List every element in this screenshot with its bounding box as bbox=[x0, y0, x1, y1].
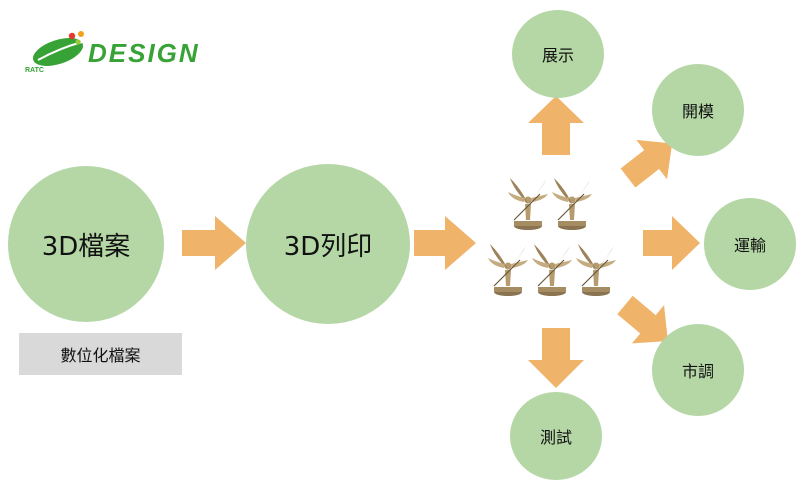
arrow-to-test bbox=[528, 328, 584, 388]
node-transport-label: 運輸 bbox=[733, 236, 766, 255]
arrow-to-transport bbox=[643, 216, 700, 270]
winged-warrior-figurine-icon bbox=[531, 243, 573, 297]
winged-warrior-figurine-icon bbox=[507, 177, 549, 231]
node-test-label: 測試 bbox=[539, 428, 572, 447]
arrow-to-market bbox=[617, 295, 668, 344]
node-transport: 運輸 bbox=[704, 198, 796, 290]
node-mold-label: 開模 bbox=[681, 102, 714, 121]
winged-warrior-figurine-icon bbox=[575, 243, 617, 297]
arrow-print-to-figures bbox=[414, 216, 476, 270]
node-market: 市調 bbox=[652, 324, 744, 416]
node-3d-print: 3D列印 bbox=[246, 164, 410, 324]
logo-small-text: RATC bbox=[25, 67, 44, 74]
node-test: 測試 bbox=[510, 392, 602, 480]
node-display-label: 展示 bbox=[541, 46, 574, 65]
winged-warrior-figurine-icon bbox=[487, 243, 529, 297]
node-mold: 開模 bbox=[652, 64, 744, 156]
arrow-file-to-print bbox=[182, 216, 246, 270]
node-3d-file-label: 3D檔案 bbox=[41, 231, 131, 262]
node-3d-file: 3D檔案 bbox=[8, 166, 164, 322]
caption-label: 數位化檔案 bbox=[60, 346, 141, 365]
arrow-to-display bbox=[528, 96, 584, 155]
winged-warrior-figurine-icon bbox=[551, 177, 593, 231]
logo-text: DESIGN bbox=[88, 38, 200, 68]
node-3d-print-label: 3D列印 bbox=[283, 231, 373, 262]
node-display: 展示 bbox=[512, 10, 604, 98]
arrow-to-mold bbox=[620, 139, 673, 188]
caption-digitized-file: 數位化檔案 bbox=[19, 333, 182, 375]
logo-leaf-icon bbox=[32, 31, 84, 66]
figurines-group bbox=[487, 177, 617, 297]
node-market-label: 市調 bbox=[681, 362, 714, 381]
